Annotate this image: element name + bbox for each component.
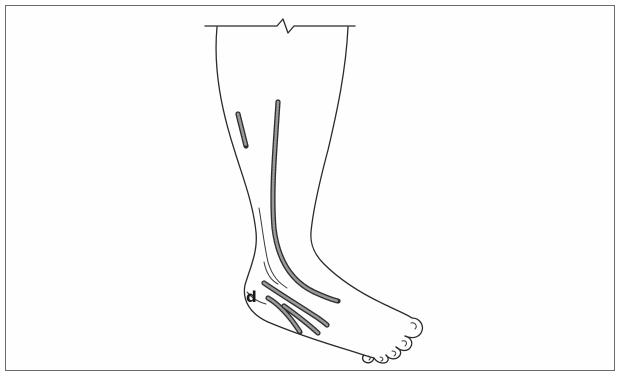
malleolus-line — [264, 262, 278, 284]
toenail — [402, 341, 406, 346]
fourth-toe — [374, 355, 388, 363]
toenail — [392, 351, 396, 356]
figure-label: d — [246, 288, 257, 306]
leg-outline-back — [216, 27, 374, 358]
big-toe — [405, 318, 422, 338]
toenail — [411, 323, 416, 329]
leg-outline-front — [311, 27, 412, 318]
toenail — [380, 357, 383, 361]
section-cut-line — [205, 19, 355, 33]
vessel-short-upper — [238, 114, 246, 146]
vessel-long-main — [273, 102, 338, 301]
